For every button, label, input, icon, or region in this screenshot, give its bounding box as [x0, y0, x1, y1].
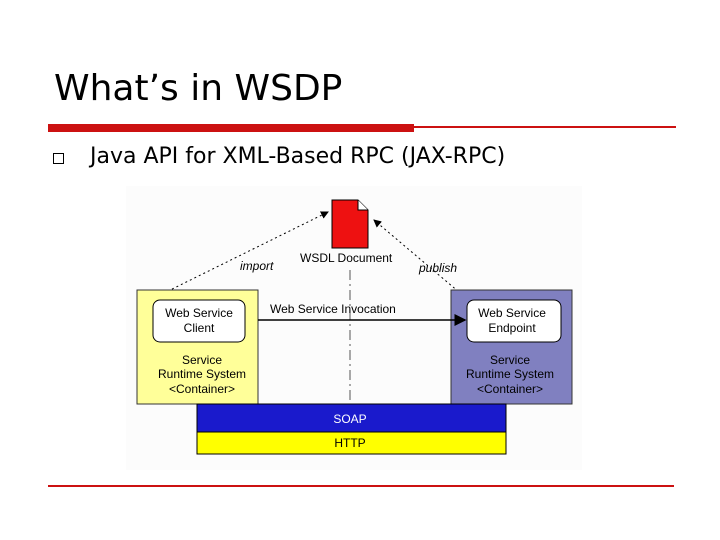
http-bar	[196, 431, 507, 455]
bullet-text: Java API for XML-Based RPC (JAX-RPC)	[90, 144, 506, 169]
footer-rule	[48, 485, 674, 487]
title-underline-thick	[48, 124, 414, 132]
endpoint-box-line2: Endpoint	[488, 321, 536, 335]
http-label: HTTP	[334, 436, 365, 450]
title-underline-thin	[414, 126, 676, 128]
endpoint-box-line1: Web Service	[478, 306, 546, 320]
soap-label: SOAP	[333, 412, 366, 426]
import-arrow	[153, 211, 329, 299]
soap-bar	[196, 403, 507, 433]
endpoint-runtime-line1: Service	[490, 353, 530, 367]
endpoint-runtime-line2: Runtime System	[466, 367, 554, 381]
client-box-line1: Web Service	[165, 306, 233, 320]
endpoint-runtime-line3: <Container>	[477, 382, 543, 396]
publish-arrow	[373, 219, 467, 299]
client-runtime-line2: Runtime System	[158, 367, 246, 381]
client-box-line2: Client	[184, 321, 215, 335]
invocation-label: Web Service Invocation	[270, 302, 396, 316]
import-label: import	[240, 259, 274, 273]
wsdl-document-icon	[331, 199, 369, 249]
client-container	[136, 289, 259, 405]
slide-title: What’s in WSDP	[54, 68, 343, 109]
endpoint-container	[450, 289, 573, 405]
bullet-square-icon	[53, 153, 64, 164]
client-runtime-line1: Service	[182, 353, 222, 367]
publish-label: publish	[418, 261, 457, 275]
client-runtime-line3: <Container>	[169, 382, 235, 396]
jax-rpc-diagram: WSDL Document import publish Web Service…	[126, 186, 582, 470]
wsdl-document-label: WSDL Document	[300, 251, 393, 265]
